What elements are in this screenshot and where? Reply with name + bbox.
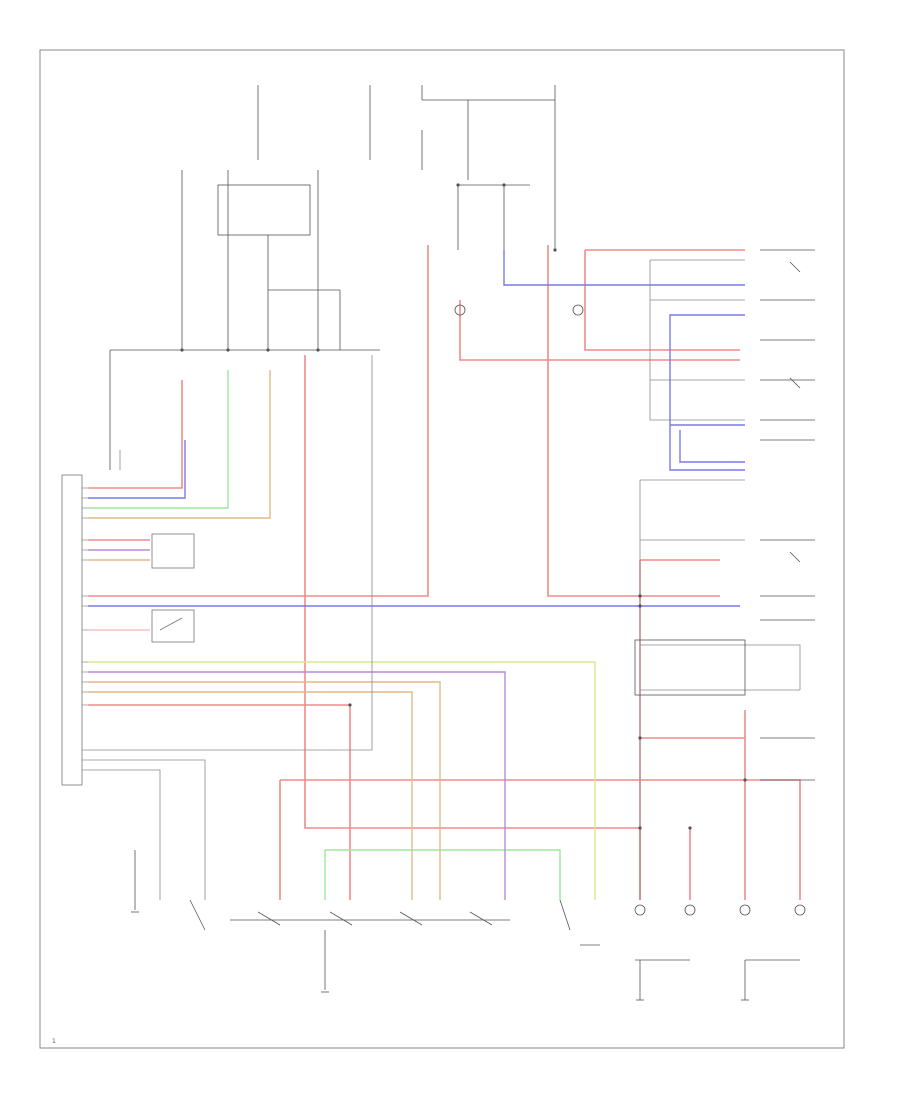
green-wires [88, 370, 561, 900]
sensor-box-1 [151, 533, 195, 569]
junction-dots-top [180, 183, 557, 352]
top-relay-area [109, 85, 556, 470]
gray-wires [88, 259, 801, 900]
sensor-switch-arm [159, 617, 183, 631]
ground-symbols [131, 911, 749, 1001]
purple-wires [88, 549, 506, 900]
bottom-switches [134, 850, 800, 1000]
bottom-lamps [454, 304, 806, 916]
red-wires [88, 245, 801, 900]
sensor-box-2 [151, 609, 195, 643]
tan-wires [88, 370, 441, 900]
page-number: 1 [52, 1038, 56, 1045]
right-switch-contacts [634, 249, 815, 781]
junction-dots-bottom [348, 594, 747, 830]
blue-wires [88, 250, 745, 607]
ecu-connector-block [61, 474, 83, 786]
yellowgreen-wires [88, 661, 596, 900]
diagram-frame [39, 49, 845, 1049]
ecu-pin-ticks [82, 487, 88, 771]
